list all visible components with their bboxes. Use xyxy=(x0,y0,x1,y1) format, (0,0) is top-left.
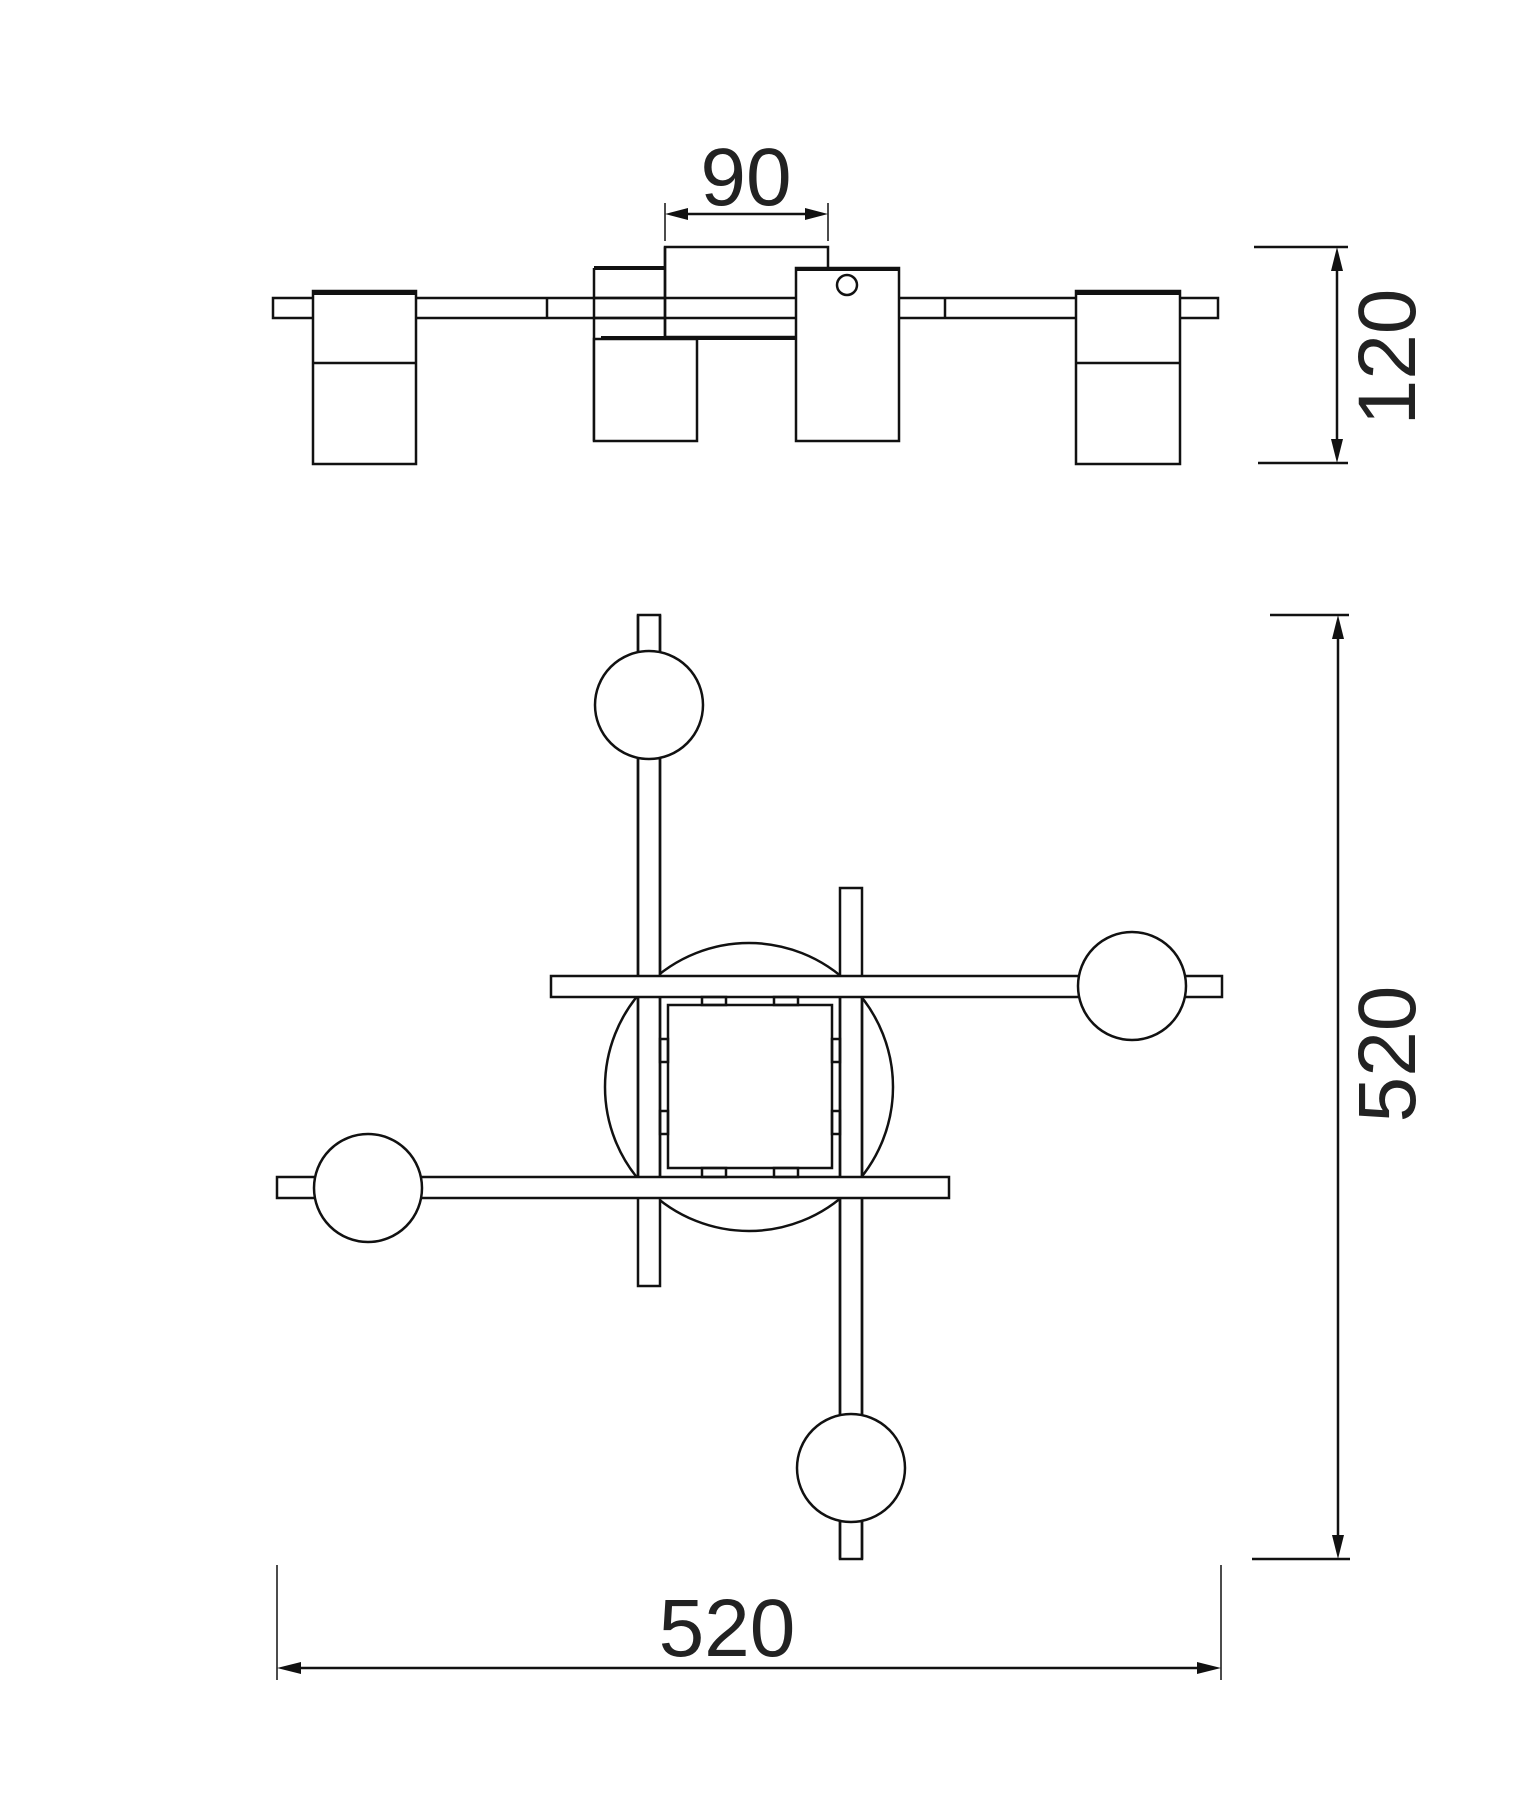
spot-head-left xyxy=(312,1132,424,1244)
dimension-label-90: 90 xyxy=(700,132,791,223)
dimension-label-520-vertical: 520 xyxy=(1342,986,1433,1123)
spotlight-right xyxy=(1074,289,1182,466)
arm-horizontal-lower xyxy=(275,1175,951,1200)
canopy-disc xyxy=(603,941,895,1233)
dimension-plan-depth: 520 xyxy=(1252,613,1433,1561)
spotlight-mid-left xyxy=(592,337,699,443)
spot-head-top xyxy=(593,649,705,761)
spotlight-mid-right xyxy=(794,266,901,443)
dimension-canopy-width: 90 xyxy=(664,132,829,241)
dimension-label-520-horizontal: 520 xyxy=(659,1583,796,1674)
center-square xyxy=(666,1003,834,1170)
dimension-label-120: 120 xyxy=(1342,289,1433,426)
dimension-plan-width: 520 xyxy=(276,1565,1222,1680)
screw-icon xyxy=(835,273,859,297)
side-elevation-view: 90 120 xyxy=(271,132,1433,466)
dimension-height: 120 xyxy=(1254,245,1433,465)
spotlight-left xyxy=(311,289,418,466)
arm-horizontal-upper xyxy=(549,974,1224,999)
spot-head-bottom xyxy=(795,1412,907,1524)
spot-head-right xyxy=(1076,930,1188,1042)
plan-view: 520 520 xyxy=(275,613,1433,1680)
